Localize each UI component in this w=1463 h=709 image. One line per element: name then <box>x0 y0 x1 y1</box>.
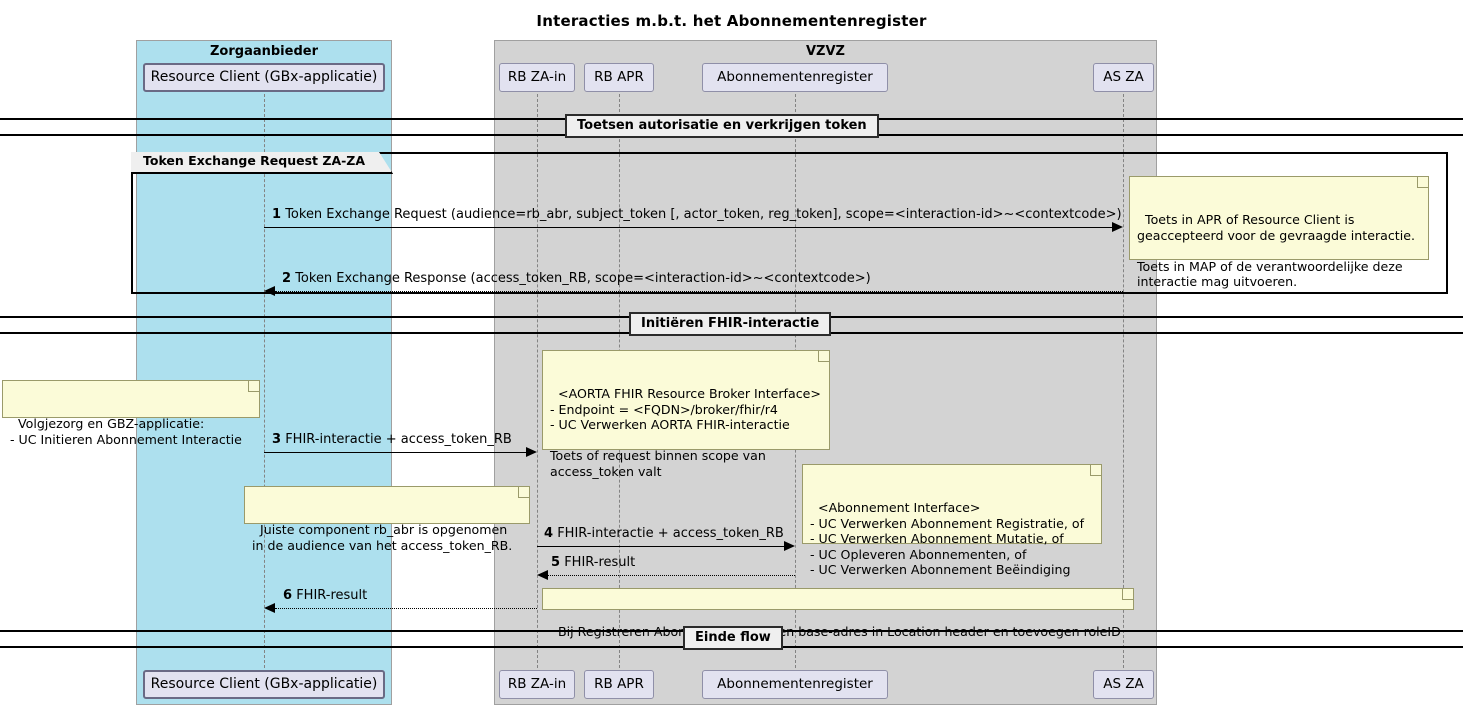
note-location-header: Bij Registreren Abonnement: wijzigen bas… <box>542 588 1134 639</box>
message-5-line <box>548 575 795 576</box>
message-4-label: 4 FHIR-interactie + access_token_RB <box>544 526 784 541</box>
message-5-text: FHIR-result <box>564 555 636 570</box>
fragment-token-exchange <box>131 152 1448 294</box>
message-1-label: 1 Token Exchange Request (audience=rb_ab… <box>272 207 1122 222</box>
divider-toetsen-autorisatie: Toetsen autorisatie en verkrijgen token <box>565 114 879 138</box>
message-2-line <box>275 291 1123 292</box>
message-4-line <box>537 546 784 547</box>
participant-rb-za-in-bottom[interactable]: RB ZA-in <box>499 670 575 699</box>
message-5-arrowhead <box>537 570 548 580</box>
message-6-line <box>275 608 537 609</box>
divider-initieren-fhir-interactie: Initiëren FHIR-interactie <box>629 312 832 336</box>
participant-abonnementenregister-bottom[interactable]: Abonnementenregister <box>702 670 888 699</box>
participant-rb-apr-bottom[interactable]: RB APR <box>584 670 654 699</box>
diagram-title: Interacties m.b.t. het Abonnementenregis… <box>536 12 927 30</box>
group-vzvz-label: VZVZ <box>806 44 845 59</box>
message-4-number: 4 <box>544 526 554 541</box>
note-broker-interface: <AORTA FHIR Resource Broker Interface> -… <box>542 350 830 479</box>
lifeline-rb-za-in <box>537 94 538 668</box>
message-1-text: Token Exchange Request (audience=rb_abr,… <box>285 207 1122 222</box>
message-4-arrowhead <box>784 541 795 551</box>
participant-as-za-top[interactable]: AS ZA <box>1093 63 1154 92</box>
note-dogear-icon <box>818 351 829 362</box>
participant-abonnementenregister-top[interactable]: Abonnementenregister <box>702 63 888 92</box>
note-audience-rb-abr: Juiste component rb_abr is opgenomen in … <box>244 486 530 553</box>
message-1-line <box>264 227 1112 228</box>
message-2-label: 2 Token Exchange Response (access_token_… <box>282 271 871 286</box>
note-apr-map: Toets in APR of Resource Client is geacc… <box>1129 176 1429 289</box>
participant-rb-apr-top[interactable]: RB APR <box>584 63 654 92</box>
fragment-token-exchange-label: Token Exchange Request ZA-ZA <box>131 152 393 174</box>
participant-as-za-bottom[interactable]: AS ZA <box>1093 670 1154 699</box>
group-zorgaanbieder-label: Zorgaanbieder <box>210 44 318 59</box>
note-dogear-icon <box>1417 177 1428 188</box>
message-3-label: 3 FHIR-interactie + access_token_RB <box>272 432 512 447</box>
message-4-text: FHIR-interactie + access_token_RB <box>557 526 784 541</box>
message-6-number: 6 <box>283 588 293 603</box>
participant-rb-za-in-top[interactable]: RB ZA-in <box>499 63 575 92</box>
message-1-arrowhead <box>1112 222 1123 232</box>
message-5-label: 5 FHIR-result <box>551 555 635 570</box>
divider-einde-flow: Einde flow <box>683 626 783 650</box>
message-6-label: 6 FHIR-result <box>283 588 367 603</box>
message-6-arrowhead <box>264 603 275 613</box>
lifeline-resource-client <box>264 94 265 668</box>
note-dogear-icon <box>1090 465 1101 476</box>
message-3-text: FHIR-interactie + access_token_RB <box>285 432 512 447</box>
message-2-arrowhead <box>264 286 275 296</box>
note-dogear-icon <box>1122 589 1133 600</box>
message-2-text: Token Exchange Response (access_token_RB… <box>295 271 871 286</box>
note-volgjezorg: Volgjezorg en GBZ-applicatie: - UC Initi… <box>2 380 260 447</box>
message-5-number: 5 <box>551 555 561 570</box>
note-dogear-icon <box>248 381 259 392</box>
lifeline-as-za <box>1123 94 1124 668</box>
note-dogear-icon <box>518 487 529 498</box>
participant-resource-client-top[interactable]: Resource Client (GBx-applicatie) <box>143 63 385 92</box>
note-abonnement-interface: <Abonnement Interface> - UC Verwerken Ab… <box>802 464 1102 577</box>
message-3-line <box>264 452 526 453</box>
message-1-number: 1 <box>272 207 282 222</box>
message-3-number: 3 <box>272 432 282 447</box>
message-2-number: 2 <box>282 271 292 286</box>
message-6-text: FHIR-result <box>296 588 368 603</box>
message-3-arrowhead <box>526 447 537 457</box>
participant-resource-client-bottom[interactable]: Resource Client (GBx-applicatie) <box>143 670 385 699</box>
